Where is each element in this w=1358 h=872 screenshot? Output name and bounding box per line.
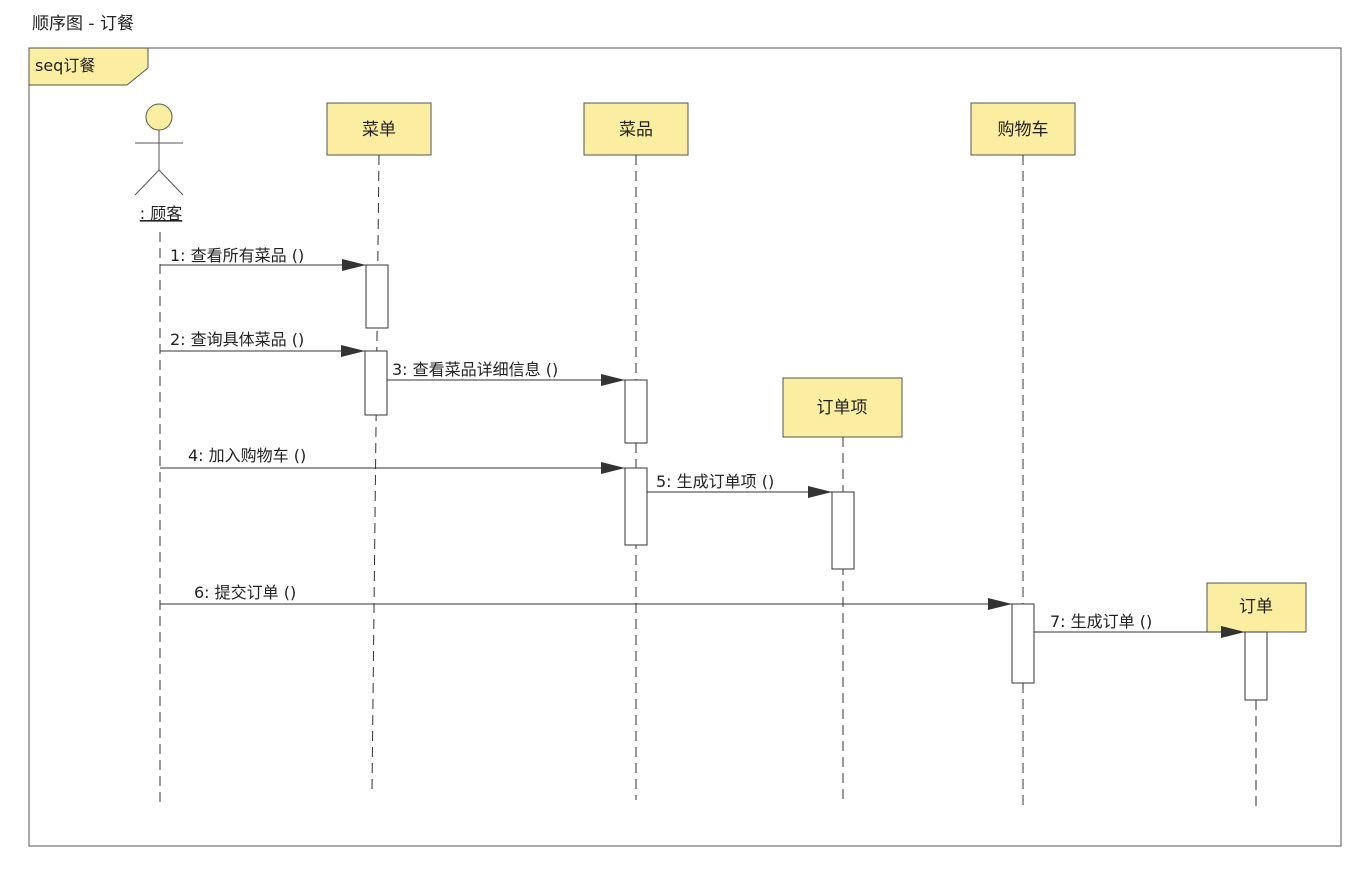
lifeline-menu-line [371, 154, 380, 791]
message-2[interactable]: 2: 查询具体菜品 () [160, 330, 365, 357]
lifeline-menu-box [326, 102, 432, 156]
lifeline-dish-label: 菜品 [619, 120, 653, 140]
activation-menu-2 [364, 350, 388, 416]
lifeline-order-box [1206, 582, 1307, 633]
message-6-label: 6: 提交订单 () [194, 583, 296, 602]
message-7-label: 7: 生成订单 () [1050, 612, 1152, 631]
message-5-label: 5: 生成订单项 () [656, 472, 774, 491]
lifeline-cart[interactable]: 购物车 [970, 102, 1076, 156]
stick-figure-actor-icon [134, 103, 184, 196]
message-1-label: 1: 查看所有菜品 () [170, 246, 304, 265]
message-3-label: 3: 查看菜品详细信息 () [392, 360, 558, 379]
message-4[interactable]: 4: 加入购物车 () [160, 446, 625, 474]
lifeline-orderitem[interactable]: 订单项 [782, 377, 903, 438]
activation-order [1244, 631, 1268, 701]
message-5[interactable]: 5: 生成订单项 () [647, 472, 832, 498]
activation-dish-1 [624, 379, 648, 444]
lifeline-cart-label: 购物车 [998, 120, 1049, 140]
lifeline-menu[interactable]: 菜单 [326, 102, 432, 156]
actor-customer[interactable]: : 顾客 [134, 103, 184, 223]
lifeline-menu-label: 菜单 [362, 120, 396, 140]
lifeline-order[interactable]: 订单 [1206, 582, 1307, 633]
page-title: 顺序图 - 订餐 [32, 14, 134, 34]
frame-label: seq订餐 [35, 56, 95, 75]
lifeline-orderitem-box [782, 377, 903, 438]
lifeline-cart-box [970, 102, 1076, 156]
lifeline-order-label: 订单 [1239, 597, 1273, 617]
message-2-label: 2: 查询具体菜品 () [170, 330, 304, 349]
message-1[interactable]: 1: 查看所有菜品 () [160, 246, 366, 271]
lifeline-dish-box [583, 102, 689, 156]
message-4-label: 4: 加入购物车 () [188, 446, 306, 465]
activation-cart [1011, 603, 1035, 684]
activation-dish-2 [624, 467, 648, 546]
activation-menu-1 [365, 264, 389, 329]
sequence-frame [28, 47, 1342, 847]
actor-label: : 顾客 [140, 204, 182, 223]
lifeline-dish[interactable]: 菜品 [583, 102, 689, 156]
frame-tab [28, 47, 149, 86]
lifeline-orderitem-label: 订单项 [817, 398, 868, 418]
activation-orderitem [831, 491, 855, 570]
message-3[interactable]: 3: 查看菜品详细信息 () [387, 360, 625, 386]
message-6[interactable]: 6: 提交订单 () [160, 583, 1012, 610]
message-7[interactable]: 7: 生成订单 () [1034, 612, 1245, 638]
